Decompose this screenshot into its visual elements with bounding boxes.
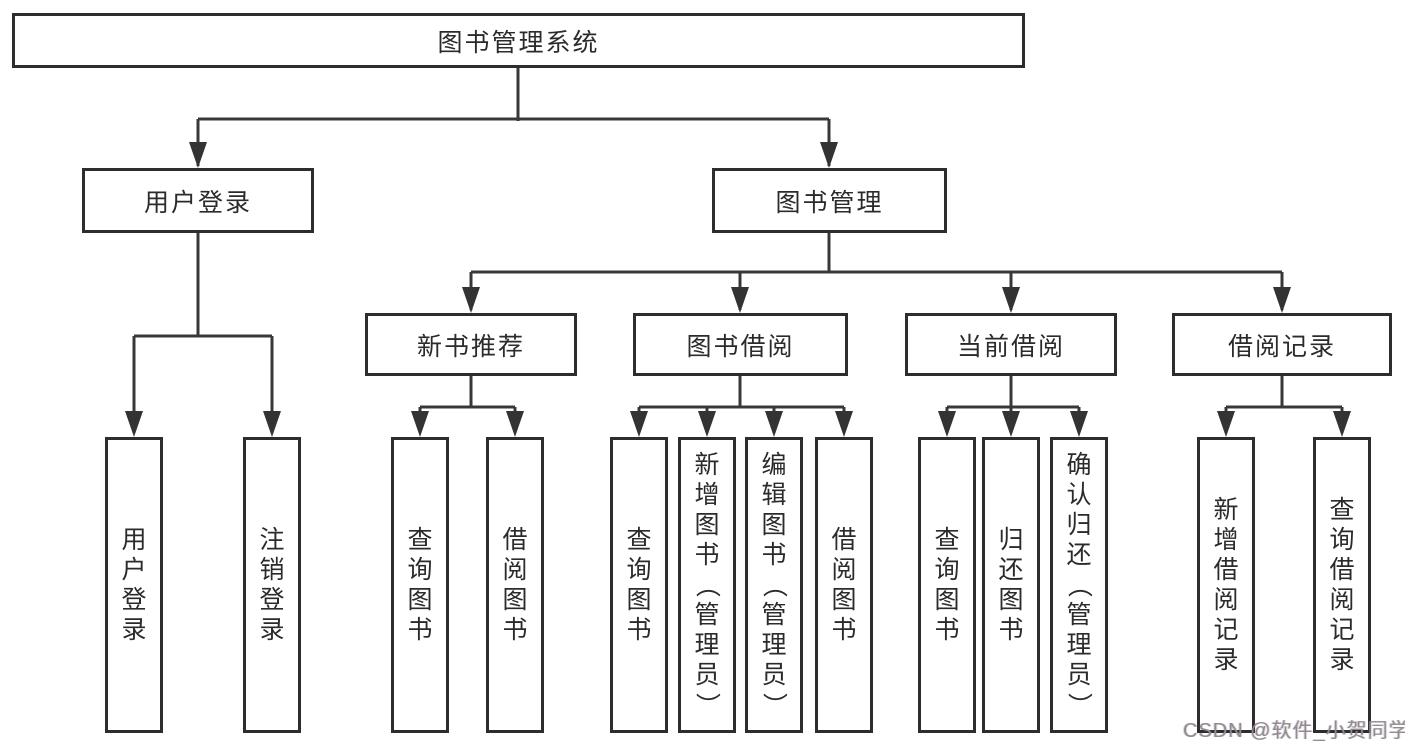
- leaf-add-books-admin: 新增图书（管理员）: [678, 437, 736, 733]
- node-borrowing-records-label: 借阅记录: [1227, 332, 1336, 361]
- leaf-borrow-books: 借阅图书: [815, 437, 873, 733]
- leaf-confirm-return-admin: 确认归还（管理员）: [1050, 437, 1108, 733]
- leaf-query-books-current: 查询图书: [918, 437, 976, 733]
- leaf-query-books-recommend: 查询图书: [391, 437, 449, 733]
- node-book-management: 图书管理: [712, 168, 947, 233]
- node-root-system: 图书管理系统: [12, 13, 1025, 68]
- node-new-book-recommend-label: 新书推荐: [416, 332, 525, 361]
- leaf-query-books-borrowing: 查询图书: [610, 437, 668, 733]
- node-borrowing-records: 借阅记录: [1172, 313, 1392, 376]
- leaf-add-borrow-record: 新增借阅记录: [1197, 437, 1255, 733]
- leaf-query-borrow-record: 查询借阅记录: [1313, 437, 1371, 733]
- node-user-login-group: 用户登录: [82, 168, 314, 233]
- node-book-borrowing-label: 图书借阅: [686, 332, 795, 361]
- node-book-management-label: 图书管理: [775, 188, 884, 217]
- node-book-borrowing: 图书借阅: [633, 313, 848, 376]
- node-root-system-label: 图书管理系统: [437, 28, 600, 57]
- csdn-watermark: CSDN @软件_小贺同学: [1183, 720, 1405, 742]
- leaf-user-login: 用户登录: [105, 437, 163, 733]
- leaf-logout: 注销登录: [243, 437, 301, 733]
- tree-edges: [132, 68, 1344, 433]
- node-current-borrowing-label: 当前借阅: [956, 332, 1065, 361]
- leaf-return-books: 归还图书: [982, 437, 1040, 733]
- leaf-borrow-books-recommend: 借阅图书: [486, 437, 544, 733]
- node-current-borrowing: 当前借阅: [905, 313, 1117, 376]
- node-user-login-group-label: 用户登录: [143, 188, 252, 217]
- node-new-book-recommend: 新书推荐: [365, 313, 577, 376]
- arrowhead-icons: [125, 142, 1351, 437]
- leaf-edit-books-admin: 编辑图书（管理员）: [745, 437, 803, 733]
